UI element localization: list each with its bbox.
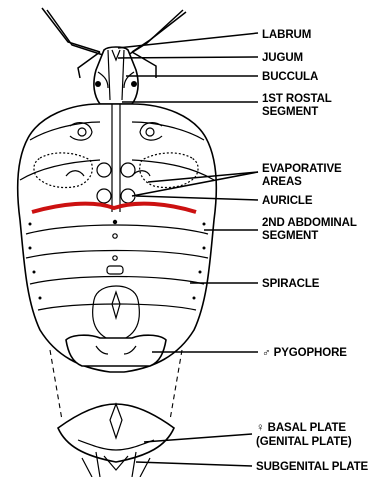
label-basal-plate-line1: ♀ BASAL PLATE bbox=[256, 422, 346, 434]
label-basal-plate-line2: (GENITAL PLATE) bbox=[256, 436, 352, 448]
label-jugum: JUGUM bbox=[262, 52, 303, 64]
label-pygophore: ♂ PYGOPHORE bbox=[262, 347, 347, 359]
body-outline bbox=[18, 104, 217, 372]
label-abdominal-line2: SEGMENT bbox=[262, 230, 318, 242]
label-evaporative-line1: EVAPORATIVE bbox=[262, 163, 342, 175]
labels: LABRUM JUGUM BUCCULA 1ST ROSTAL SEGMENT … bbox=[256, 29, 369, 473]
label-evaporative-line2: AREAS bbox=[262, 176, 302, 188]
inset-guide-right bbox=[170, 350, 182, 420]
label-spiracle: SPIRACLE bbox=[262, 278, 320, 290]
label-rostral-line1: 1ST ROSTAL bbox=[262, 93, 332, 105]
label-buccula: BUCCULA bbox=[262, 71, 318, 83]
label-rostral-line2: SEGMENT bbox=[262, 106, 318, 118]
label-subgenital-plate: SUBGENITAL PLATE bbox=[256, 461, 369, 473]
label-abdominal-line1: 2ND ABDOMINAL bbox=[262, 217, 357, 229]
label-labrum: LABRUM bbox=[262, 29, 311, 41]
label-auricle: AURICLE bbox=[262, 195, 313, 207]
inset-guide-left bbox=[50, 350, 62, 420]
